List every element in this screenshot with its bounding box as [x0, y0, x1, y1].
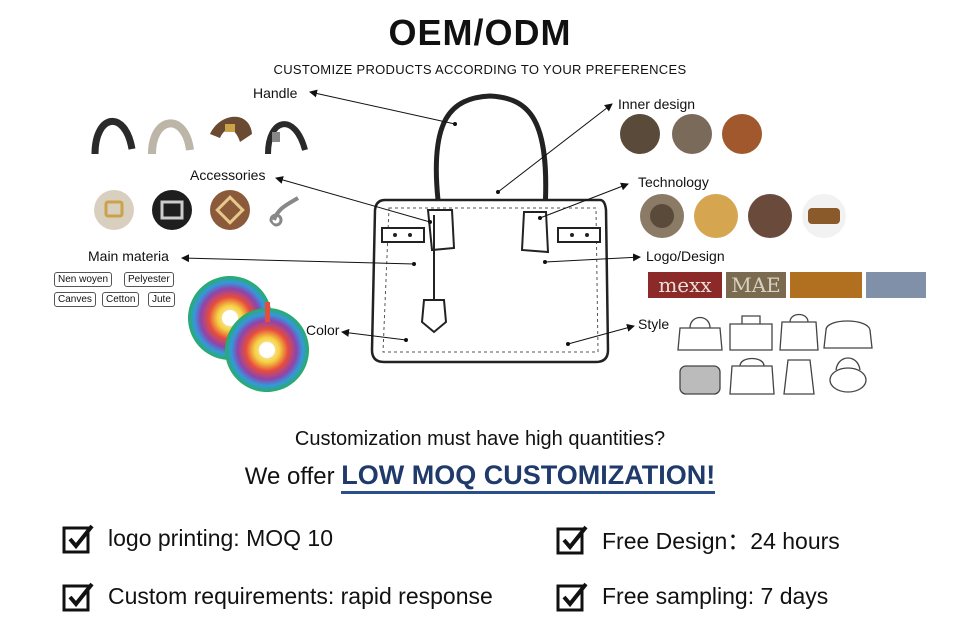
bag-diagram: [181, 89, 641, 364]
tagline-question: Customization must have high quantities?: [294, 428, 666, 450]
page-title: OEM/ODM: [388, 12, 572, 53]
label-logo-design: Logo/Design: [646, 248, 725, 264]
label-technology: Technology: [638, 174, 709, 190]
feature-item: Custom requirements: rapid response: [62, 580, 493, 612]
handle-samples: [90, 104, 320, 160]
logo-sample-1: mexx: [648, 272, 722, 298]
checkbox-check-icon: [556, 582, 588, 612]
color-wheel-image: [188, 276, 309, 392]
accessory-buckle-3: [210, 190, 250, 230]
technology-sample-rivet: [640, 194, 684, 238]
label-handle: Handle: [253, 85, 298, 101]
label-main-material: Main materia: [88, 248, 169, 264]
material-tag: Canves: [54, 292, 96, 307]
logo-sample-3: [790, 272, 862, 298]
logo-sample-2: MAE: [726, 272, 786, 298]
checkbox-check-icon: [62, 582, 94, 612]
logo-sample-4: [866, 272, 926, 298]
tagline-offer-highlight: LOW MOQ CUSTOMIZATION!: [341, 460, 716, 494]
tagline-offer-prefix: We offer: [244, 463, 342, 490]
page-subtitle: CUSTOMIZE PRODUCTS ACCORDING TO YOUR PRE…: [273, 62, 687, 77]
style-bag-samples: [677, 313, 873, 395]
material-tag: Jute: [148, 292, 175, 307]
feature-label: Custom requirements: rapid response: [108, 582, 493, 609]
technology-sample-stitch: [748, 194, 792, 238]
bag-handle: [433, 93, 549, 211]
checkbox-check-icon: [62, 524, 94, 554]
feature-item: Free Design：24 hours: [556, 522, 840, 556]
inner-design-sample-1: [620, 114, 660, 154]
feature-item: Free sampling: 7 days: [556, 580, 828, 612]
checkbox-check-icon: [556, 525, 588, 555]
label-inner-design: Inner design: [618, 96, 696, 112]
accessory-clasp: [266, 190, 306, 230]
technology-sample-edge: [802, 194, 846, 238]
inner-design-sample-2: [672, 114, 712, 154]
tagline-offer: We offer LOW MOQ CUSTOMIZATION!: [0, 460, 960, 494]
material-tag: Pelyester: [124, 272, 174, 287]
label-style: Style: [638, 316, 670, 332]
label-color: Color: [306, 322, 340, 338]
accessory-buckle-2: [152, 190, 192, 230]
inner-design-sample-3: [722, 114, 762, 154]
feature-label: Free sampling: 7 days: [602, 582, 829, 609]
accessory-buckle-1: [94, 190, 134, 230]
feature-label: Free Design：24 hours: [602, 528, 840, 554]
material-tag: Cetton: [102, 292, 140, 307]
technology-sample-cork: [694, 194, 738, 238]
label-accessories: Accessories: [190, 167, 266, 183]
feature-item: logo printing: MOQ 10: [62, 522, 333, 554]
feature-label: logo printing: MOQ 10: [108, 524, 334, 551]
material-tag: Nen woyen: [54, 272, 113, 287]
bag-body: [370, 198, 610, 364]
